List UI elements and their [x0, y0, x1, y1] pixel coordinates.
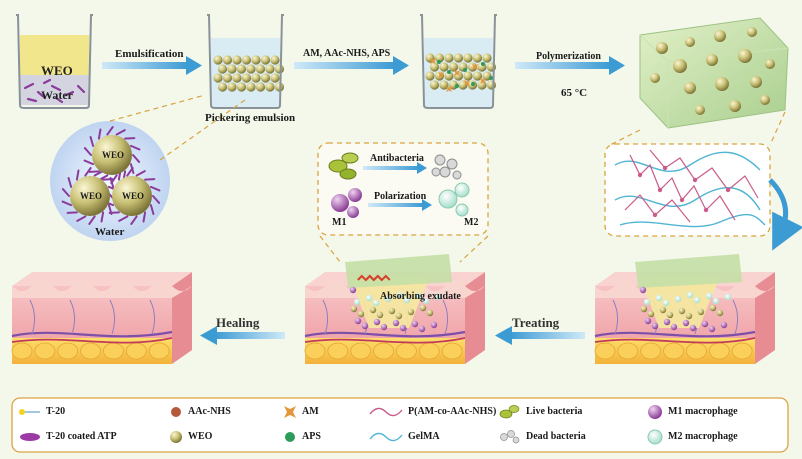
function-box — [317, 142, 489, 236]
legend-icon-aacnhs — [171, 407, 181, 417]
beaker1-oil-label: WEO — [41, 63, 73, 78]
droplet-cluster — [50, 121, 170, 241]
skin-treating — [304, 254, 485, 364]
legend-icon-aps — [285, 432, 295, 442]
legend-icon-weo — [170, 431, 182, 443]
antibacteria-label: Antibacteria — [370, 153, 424, 164]
network-box — [604, 143, 771, 237]
legend-label-am: AM — [302, 406, 319, 417]
legend-label-t20: T-20 — [46, 406, 66, 417]
beaker-1 — [16, 14, 93, 109]
treating-label: Treating — [512, 315, 560, 330]
absorbing-label: Absorbing exudate — [380, 291, 461, 302]
droplet-water-label: Water — [95, 226, 125, 238]
emulsification-label: Emulsification — [115, 48, 184, 60]
legend-box — [11, 397, 789, 453]
droplet-weo-label-2: WEO — [80, 191, 103, 201]
legend-label-live: Live bacteria — [526, 406, 583, 417]
polymerization-label: Polymerization — [536, 51, 601, 62]
pickering-label: Pickering emulsion — [205, 112, 296, 124]
m1-macrophage-icon — [331, 188, 362, 218]
dead-bacteria-icon — [431, 154, 462, 180]
m1-label: M1 — [332, 217, 347, 228]
beaker1-water-label: Water — [41, 88, 73, 102]
legend-icon-t20atp — [20, 433, 40, 441]
legend-label-pam: P(AM-co-AAc-NHS) — [408, 406, 497, 417]
beaker-3 — [420, 14, 497, 109]
legend-icon-gelma — [369, 432, 403, 442]
live-bacteria-icon — [328, 152, 359, 180]
legend-label-dead: Dead bacteria — [526, 431, 586, 442]
reagents-label: AM, AAc-NHS, APS — [303, 48, 391, 59]
legend-label-m1mac: M1 macrophage — [668, 406, 738, 417]
legend-label-t20atp: T-20 coated ATP — [46, 431, 117, 442]
hydrogel-block — [639, 17, 789, 129]
legend-icon-am — [284, 406, 296, 418]
legend-icon-pam — [369, 407, 403, 417]
legend-icon-dead — [500, 430, 520, 444]
legend-label-weo: WEO — [188, 431, 213, 442]
healing-label: Healing — [216, 315, 260, 330]
legend-icon-live — [499, 405, 520, 419]
skin-wound — [594, 254, 775, 364]
legend-icon-m1mac — [648, 405, 662, 419]
legend-label-aps: APS — [302, 431, 321, 442]
skin-healed — [11, 272, 192, 364]
legend-label-aacnhs: AAc-NHS — [188, 406, 231, 417]
legend-icon-m2mac — [647, 429, 663, 445]
m2-label: M2 — [464, 217, 479, 228]
beaker-2 — [207, 14, 285, 109]
legend-label-m2mac: M2 macrophage — [668, 431, 738, 442]
legend-label-gelma: GelMA — [408, 431, 440, 442]
m2-macrophage-icon — [438, 182, 470, 217]
polarization-label: Polarization — [374, 191, 427, 202]
temperature-label: 65 °C — [561, 87, 588, 99]
droplet-weo-label-3: WEO — [122, 191, 145, 201]
droplet-weo-label-1: WEO — [102, 150, 125, 160]
legend-icon-t20 — [19, 409, 40, 415]
atp-rods-bottom — [23, 78, 86, 104]
